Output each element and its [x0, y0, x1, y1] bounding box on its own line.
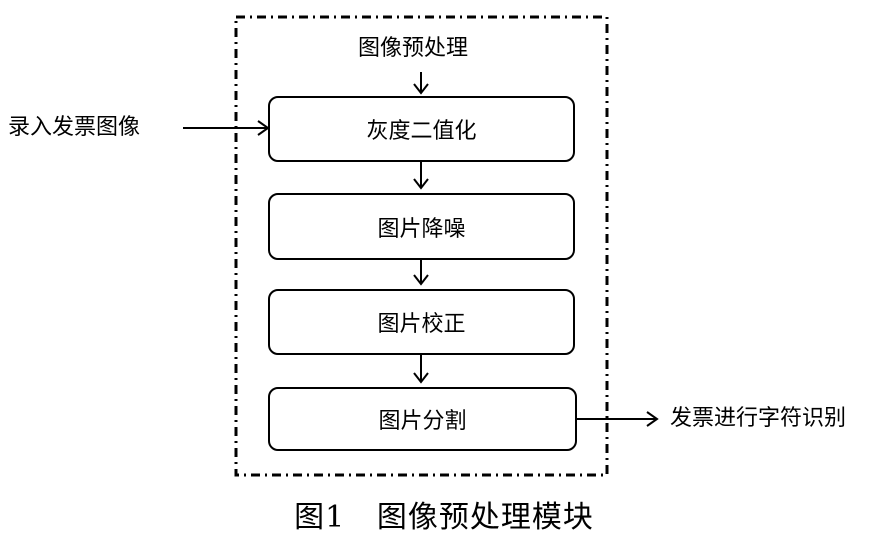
input-label: 录入发票图像	[8, 115, 141, 140]
arrow-step2-to-step3	[413, 260, 429, 286]
step-label: 图片校正	[377, 312, 466, 337]
arrow-step1-to-step2	[413, 162, 429, 190]
step-label: 灰度二值化	[366, 119, 477, 144]
step-box-grayscale-binarization: 灰度二值化	[268, 96, 575, 162]
figure-caption: 图1 图像预处理模块	[294, 500, 594, 535]
arrow-step3-to-step4	[413, 355, 429, 384]
step-box-denoise: 图片降噪	[268, 193, 575, 260]
arrow-title-to-step1	[413, 72, 429, 95]
container-title: 图像预处理	[358, 36, 469, 61]
preprocess-container-border	[234, 15, 609, 477]
output-label: 发票进行字符识别	[670, 406, 847, 431]
arrow-output	[577, 411, 659, 427]
step-box-segmentation: 图片分割	[268, 387, 577, 451]
step-label: 图片分割	[378, 409, 467, 434]
step-box-correction: 图片校正	[268, 289, 575, 355]
step-label: 图片降噪	[377, 216, 466, 242]
arrow-input	[183, 120, 270, 136]
